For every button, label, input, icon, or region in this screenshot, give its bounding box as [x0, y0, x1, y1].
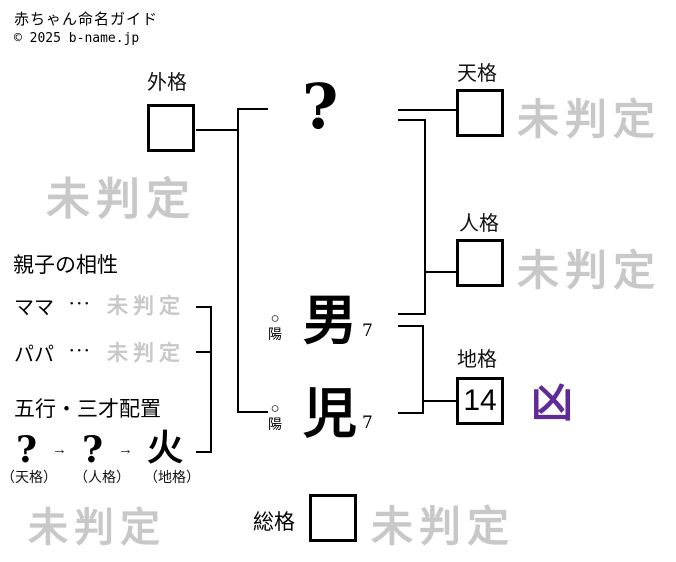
soukaku-result-watermark: 未判定 [371, 502, 516, 551]
gogyou-arrow-icon: → [52, 441, 67, 458]
gogyou-note-chikaku: （地格） [144, 469, 200, 485]
overall-pending-watermark: 未判定 [28, 504, 166, 551]
chikaku-bracket-vertical-line [422, 325, 424, 414]
given-name-char-2-strokes: 7 [362, 413, 373, 433]
jinkaku-bracket-top-tick [398, 119, 426, 121]
gogyou-element-chikaku: 火 [147, 427, 184, 469]
gogyou-note-tenkaku: （天格） [1, 469, 57, 485]
tenkaku-connector-line [398, 109, 458, 111]
soukaku-box [309, 494, 357, 542]
inyou-yang-label: 陽 [268, 325, 282, 342]
mama-result-watermark: 未判定 [107, 293, 185, 318]
surname-placeholder: ? [302, 70, 339, 143]
chikaku-bracket-bottom-tick [398, 412, 424, 414]
given-name-char-1-strokes: 7 [362, 321, 373, 341]
gaikaku-result-watermark: 未判定 [46, 174, 196, 225]
papa-label: パパ [14, 344, 54, 366]
chikaku-box: 14 [456, 377, 504, 425]
tenkaku-result-watermark: 未判定 [517, 95, 662, 144]
gogyou-element-tenkaku: ? [16, 429, 38, 471]
gogyou-arrow-icon: → [118, 441, 133, 458]
inyou-mark-1: ○ 陽 [268, 311, 282, 341]
gogyou-note-jinkaku: （人格） [74, 469, 130, 485]
gaikaku-bracket-top-tick [237, 108, 268, 110]
jinkaku-box [456, 239, 504, 287]
chikaku-bracket-top-tick [398, 325, 424, 327]
mama-dots: ･･･ [68, 296, 91, 313]
papa-bracket-tick [196, 351, 212, 353]
tenkaku-label: 天格 [457, 63, 497, 85]
inyou-circle-icon: ○ [270, 310, 280, 327]
compatibility-bracket-vertical-line [210, 306, 212, 453]
gogyou-bracket-tick [196, 451, 212, 453]
jinkaku-bracket-bottom-tick [398, 313, 426, 315]
chikaku-label: 地格 [457, 349, 497, 371]
inyou-mark-2: ○ 陽 [268, 401, 282, 431]
jinkaku-result-watermark: 未判定 [517, 246, 662, 295]
given-name-char-2: 児 [303, 381, 357, 445]
tenkaku-box [456, 89, 504, 137]
papa-dots: ･･･ [68, 343, 91, 360]
gaikaku-connector-line [196, 129, 238, 131]
chikaku-result-kyou: 凶 [531, 378, 574, 427]
given-name-char-1: 男 [303, 288, 357, 352]
mama-label: ママ [14, 297, 54, 319]
mama-bracket-tick [196, 306, 212, 308]
gogyou-title: 五行・三才配置 [14, 398, 161, 421]
jinkaku-connector-line [424, 271, 458, 273]
inyou-yang-label: 陽 [268, 415, 282, 432]
site-title: 赤ちゃん命名ガイド [14, 10, 159, 28]
gaikaku-bracket-vertical-line [237, 108, 239, 413]
gaikaku-bracket-bottom-tick [237, 411, 268, 413]
gogyou-element-jinkaku: ? [82, 429, 104, 471]
gaikaku-box [147, 104, 195, 152]
compatibility-title: 親子の相性 [13, 254, 118, 277]
jinkaku-bracket-vertical-line [424, 119, 426, 315]
gaikaku-label: 外格 [147, 72, 187, 94]
chikaku-connector-line [422, 400, 458, 402]
copyright-text: © 2025 b-name.jp [14, 31, 140, 46]
papa-result-watermark: 未判定 [107, 340, 185, 365]
inyou-circle-icon: ○ [270, 400, 280, 417]
soukaku-label: 総格 [253, 511, 295, 534]
chikaku-value: 14 [463, 384, 497, 417]
jinkaku-label: 人格 [459, 213, 499, 235]
